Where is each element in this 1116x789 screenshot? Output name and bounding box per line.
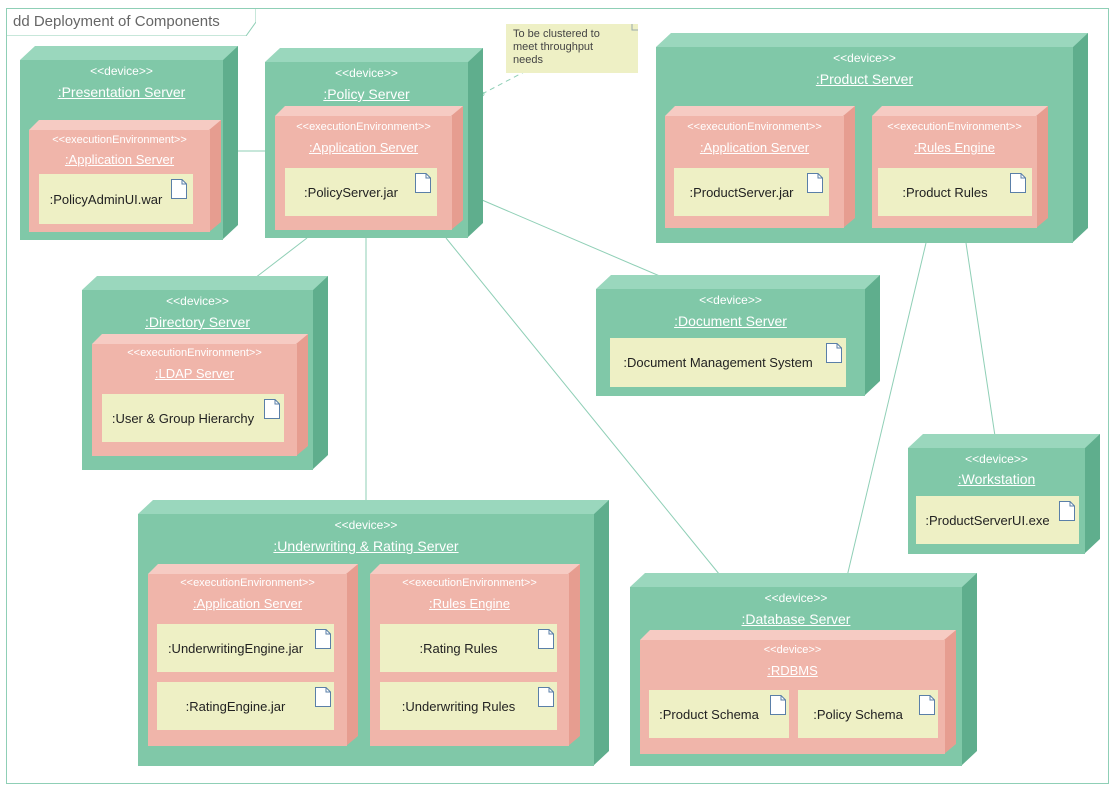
env-stereotype: <<executionEnvironment>> (127, 347, 262, 359)
node-stereotype: <<device>> (833, 51, 896, 65)
document-icon (415, 173, 431, 193)
artifact[interactable]: :PolicyAdminUI.war (39, 174, 193, 224)
env-stereotype: <<executionEnvironment>> (296, 121, 431, 133)
device-rdbms[interactable]: <<device>> :RDBMS :Product Schema :Polic… (640, 630, 956, 754)
env-ldap-server[interactable]: <<executionEnvironment>> :LDAP Server :U… (92, 334, 308, 456)
document-icon (1059, 501, 1075, 521)
artifact[interactable]: :RatingEngine.jar (157, 682, 334, 730)
node-name: :Underwriting & Rating Server (273, 538, 459, 554)
node-policy-server[interactable]: <<device>> :Policy Server <<executionEnv… (265, 48, 483, 238)
node-name: :Document Server (674, 313, 787, 329)
env-stereotype: <<executionEnvironment>> (887, 121, 1022, 133)
document-icon (826, 343, 842, 363)
env-name: :Rules Engine (914, 140, 995, 155)
env-name: :Rules Engine (429, 596, 510, 611)
note: To be clustered to meet throughput needs (506, 24, 638, 73)
env-name: :Application Server (308, 140, 419, 155)
artifact[interactable]: :Policy Schema (798, 690, 938, 738)
artifact-label: :PolicyServer.jar (304, 184, 398, 200)
artifact-label: :Policy Schema (813, 706, 903, 722)
env-application-server[interactable]: <<executionEnvironment>> :Application Se… (275, 106, 463, 230)
artifact[interactable]: :Document Management System (610, 338, 846, 387)
env-stereotype: <<device>> (763, 644, 822, 656)
document-icon (1010, 173, 1026, 193)
artifact[interactable]: :User & Group Hierarchy (102, 394, 284, 442)
env-stereotype: <<executionEnvironment>> (402, 577, 537, 589)
node-name: :Product Server (815, 71, 914, 87)
artifact-label: :ProductServer.jar (689, 184, 794, 200)
document-icon (770, 695, 786, 715)
artifact[interactable]: :UnderwritingEngine.jar (157, 624, 334, 672)
node-stereotype: <<device>> (334, 518, 398, 532)
node-name: :Database Server (741, 611, 851, 627)
artifact-label: :Underwriting Rules (401, 698, 516, 714)
document-icon (538, 687, 554, 707)
artifact[interactable]: :PolicyServer.jar (285, 168, 437, 216)
frame-tab (6, 8, 256, 36)
node-name: :Directory Server (144, 314, 251, 330)
node-workstation[interactable]: <<device>> :Workstation :ProductServerUI… (908, 434, 1100, 554)
env-name: :Application Server (64, 152, 175, 167)
env-name: :RDBMS (767, 663, 818, 678)
node-stereotype: <<device>> (699, 293, 762, 307)
node-stereotype: <<device>> (764, 591, 828, 605)
env-stereotype: <<executionEnvironment>> (687, 121, 822, 133)
env-application-server[interactable]: <<executionEnvironment>> :Application Se… (148, 564, 358, 746)
artifact-label: :ProductServerUI.exe (925, 512, 1050, 528)
env-stereotype: <<executionEnvironment>> (52, 134, 187, 146)
document-icon (315, 629, 331, 649)
artifact-label: :Document Management System (623, 355, 813, 370)
artifact-label: :PolicyAdminUI.war (49, 191, 163, 207)
env-application-server[interactable]: <<executionEnvironment>> :Application Se… (29, 120, 221, 232)
node-product-server[interactable]: <<device>> :Product Server <<executionEn… (656, 33, 1088, 243)
artifact-label: :Product Rules (902, 184, 988, 200)
artifact-label: :User & Group Hierarchy (111, 410, 255, 426)
document-icon (807, 173, 823, 193)
env-name: :Application Server (192, 596, 303, 611)
artifact[interactable]: :Underwriting Rules (380, 682, 557, 730)
env-stereotype: <<executionEnvironment>> (180, 577, 315, 589)
node-presentation-server[interactable]: <<device>> :Presentation Server <<execut… (20, 46, 238, 240)
node-directory-server[interactable]: <<device>> :Directory Server <<execution… (82, 276, 328, 470)
env-rules-engine[interactable]: <<executionEnvironment>> :Rules Engine :… (872, 106, 1048, 228)
document-icon (919, 695, 935, 715)
artifact-label: :UnderwritingEngine.jar (167, 640, 304, 656)
artifact[interactable]: :ProductServerUI.exe (916, 496, 1079, 544)
env-name: :LDAP Server (154, 366, 235, 381)
diagram-frame (6, 8, 1109, 784)
node-stereotype: <<device>> (166, 294, 229, 308)
artifact-label: :RatingEngine.jar (185, 698, 286, 714)
node-stereotype: <<device>> (335, 66, 398, 80)
frame-title: dd Deployment of Components (13, 13, 220, 30)
document-icon (315, 687, 331, 707)
node-name: :Policy Server (323, 86, 410, 102)
artifact[interactable]: :ProductServer.jar (674, 168, 829, 216)
node-database-server[interactable]: <<device>> :Database Server <<device>> :… (630, 573, 977, 766)
artifact[interactable]: :Product Schema (649, 690, 789, 738)
env-name: :Application Server (699, 140, 810, 155)
node-document-server[interactable]: <<device>> :Document Server :Document Ma… (596, 275, 880, 396)
note-text: To be clustered to meet throughput needs (513, 28, 600, 66)
artifact[interactable]: :Rating Rules (380, 624, 557, 672)
artifact-label: :Product Schema (659, 706, 759, 722)
document-icon (538, 629, 554, 649)
artifact-label: :Rating Rules (419, 640, 498, 656)
document-icon (171, 179, 187, 199)
node-name: :Presentation Server (57, 84, 186, 100)
env-rules-engine[interactable]: <<executionEnvironment>> :Rules Engine :… (370, 564, 580, 746)
env-application-server[interactable]: <<executionEnvironment>> :Application Se… (665, 106, 855, 228)
node-underwriting-rating-server[interactable]: <<device>> :Underwriting & Rating Server… (138, 500, 609, 766)
node-stereotype: <<device>> (90, 64, 153, 78)
artifact[interactable]: :Product Rules (878, 168, 1032, 216)
node-stereotype: <<device>> (965, 452, 1028, 466)
node-name: :Workstation (957, 471, 1036, 487)
document-icon (264, 399, 280, 419)
